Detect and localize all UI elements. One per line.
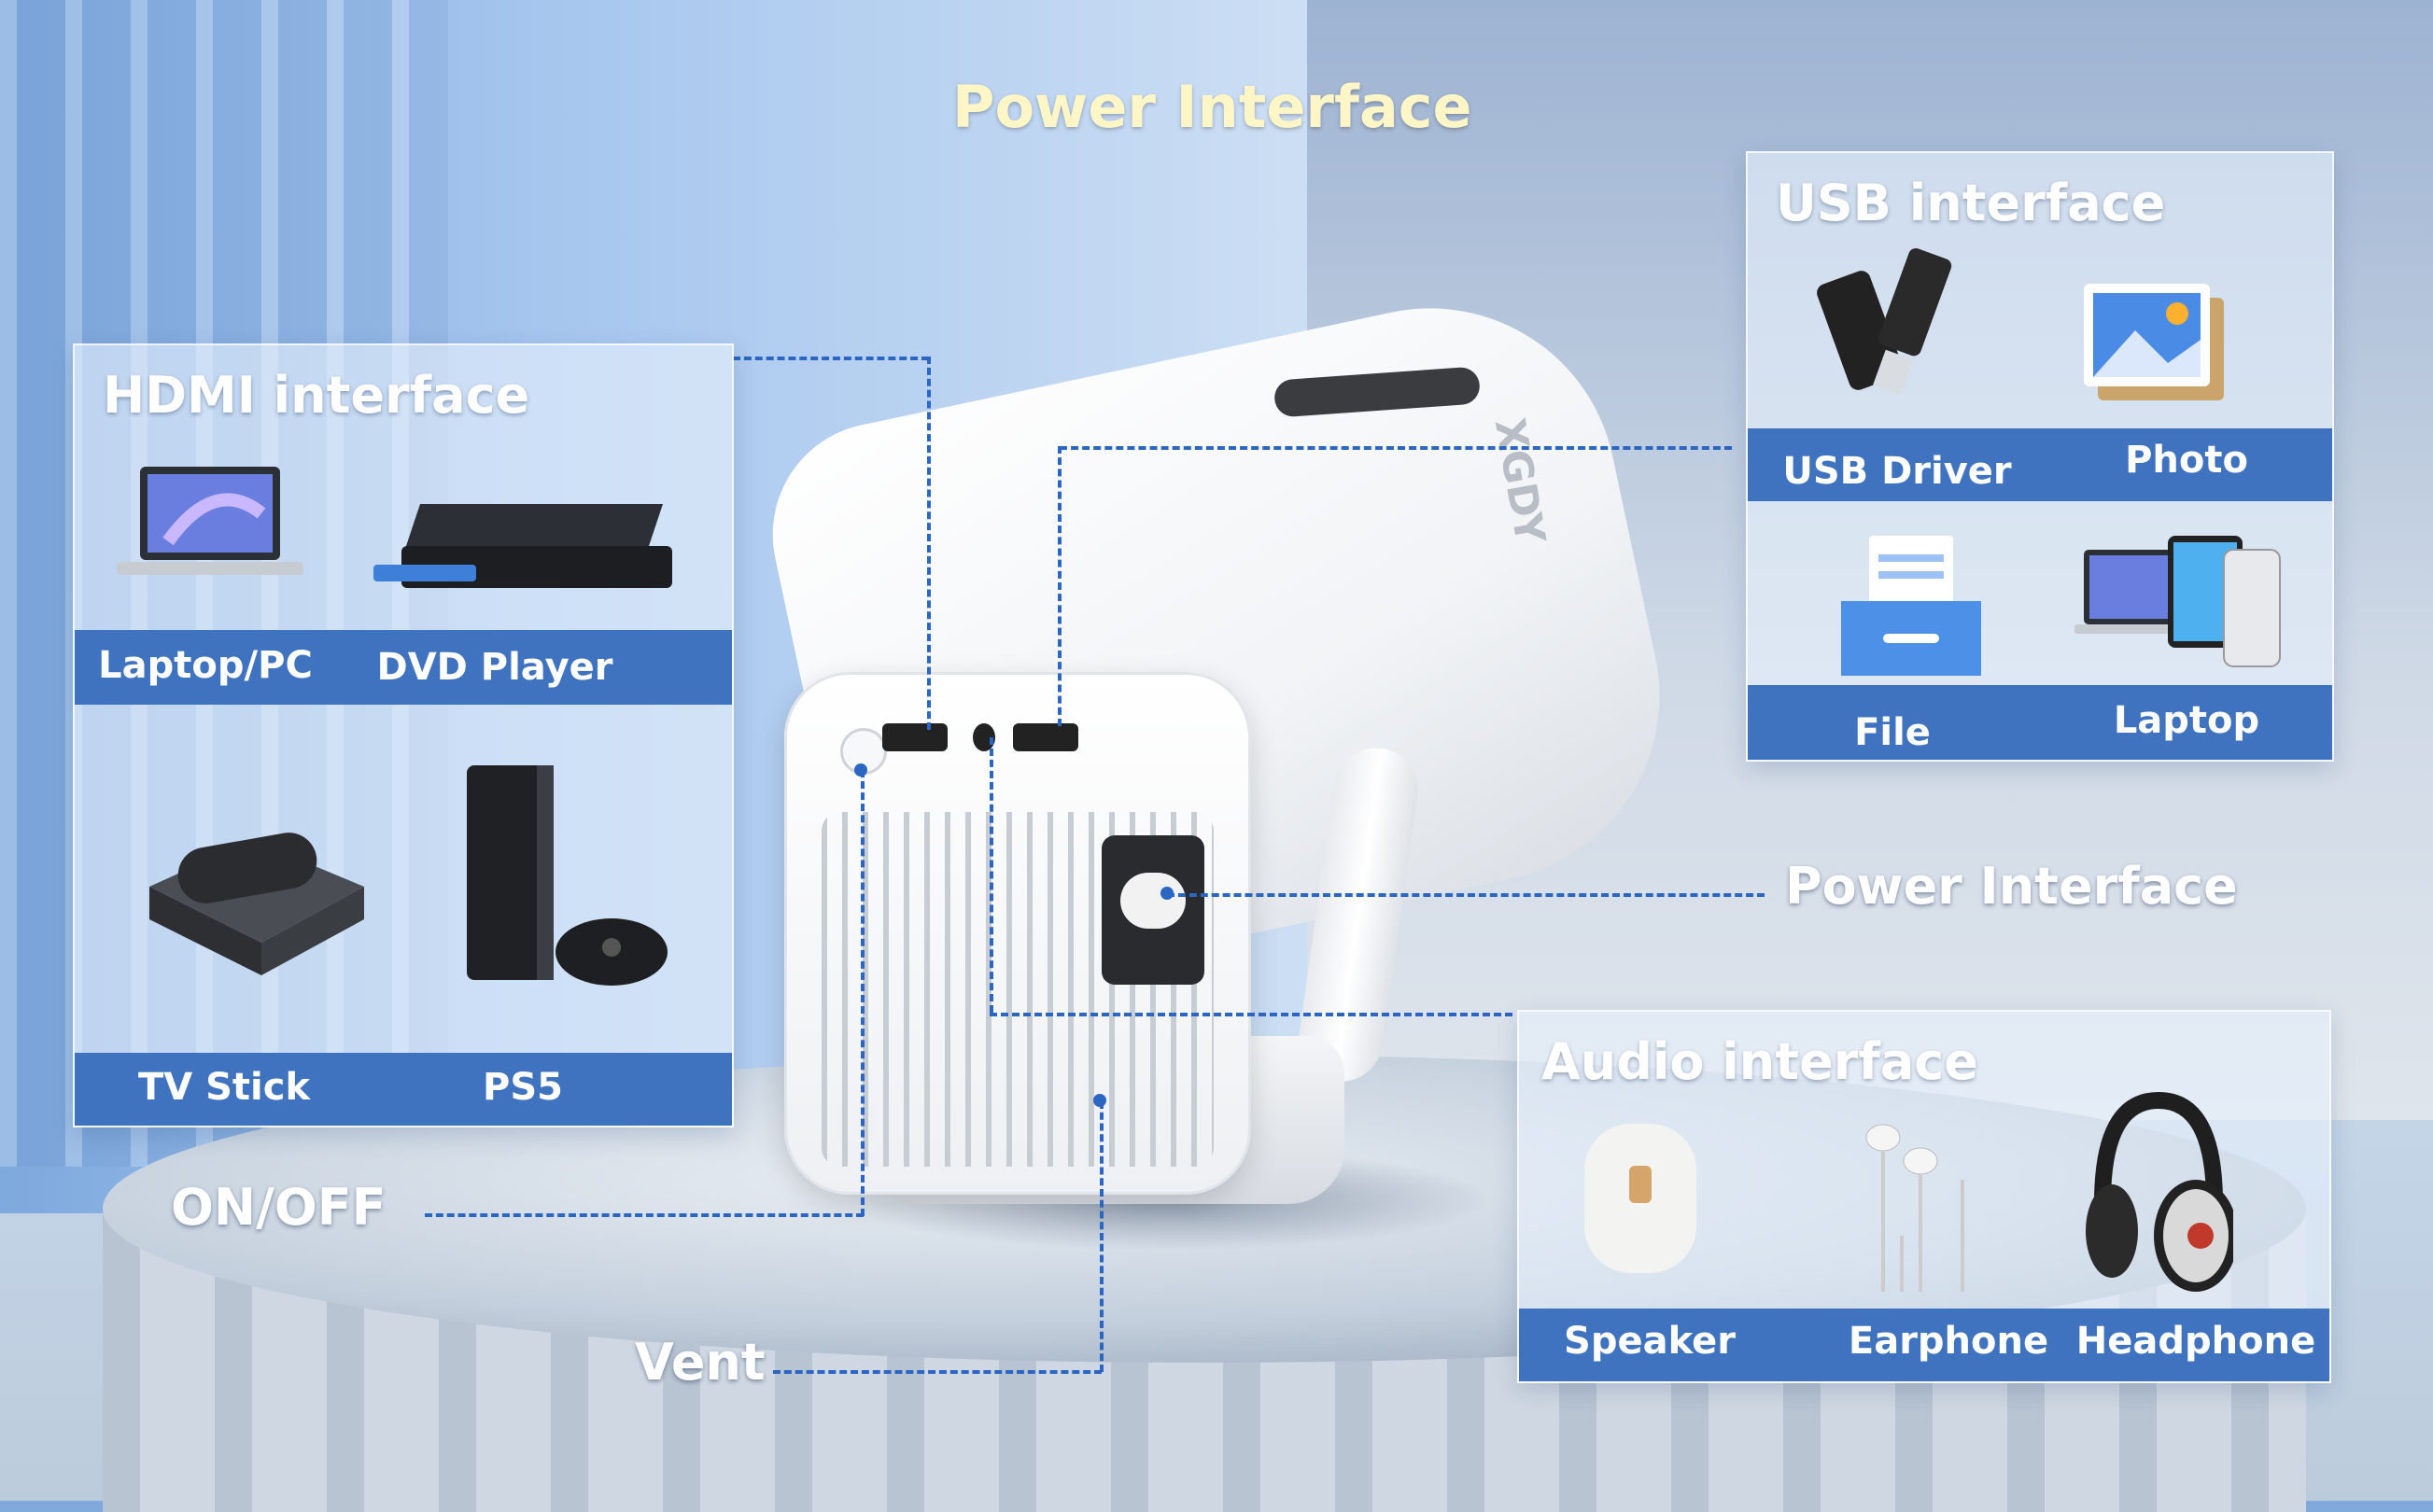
power-socket xyxy=(1102,835,1204,985)
hdmi-port xyxy=(882,723,948,751)
earphone-icon xyxy=(1865,1124,1964,1292)
usb-connector-line-v xyxy=(1058,446,1062,726)
top-power-interface-title: Power Interface xyxy=(952,73,1472,141)
file-folder-icon xyxy=(1841,536,1981,676)
usb-label-bar-bottom xyxy=(1748,685,2332,760)
hdmi-panel-title: HDMI interface xyxy=(103,366,530,425)
hdmi-panel: HDMI interface Laptop/PC DVD Player TV S… xyxy=(73,343,734,1127)
onoff-connector-line-v xyxy=(861,770,865,1216)
audio-panel: Audio interface Speaker Earphone Headpho… xyxy=(1517,1010,2331,1383)
smart-speaker-icon xyxy=(1584,1124,1696,1273)
onoff-connector-line-h xyxy=(425,1213,864,1217)
usb-label-bar-top xyxy=(1748,428,2332,501)
headphone-icon xyxy=(2086,1091,2233,1292)
audio-connector-line-v xyxy=(990,737,993,1013)
audio-label-bar xyxy=(1519,1309,2329,1381)
hdmi-label-bar-bottom xyxy=(75,1053,732,1126)
laptop-icon xyxy=(117,467,303,575)
usb-drive-icon xyxy=(1817,248,1952,396)
usb-item-label: File xyxy=(1854,711,1931,754)
power-connector-dot xyxy=(1160,887,1174,900)
hdmi-item-label: DVD Player xyxy=(376,646,613,689)
usb-item-label: USB Driver xyxy=(1782,450,2012,493)
audio-connector-line-h xyxy=(990,1013,1512,1016)
dvd-player-icon xyxy=(373,504,672,588)
vent-connector-line-v xyxy=(1100,1101,1104,1372)
audio-item-label: Speaker xyxy=(1564,1320,1736,1363)
vent-callout: Vent xyxy=(635,1333,766,1392)
laptop-tablet-phone-icon xyxy=(2074,536,2281,667)
audio-item-label: Headphone xyxy=(2075,1320,2316,1363)
audio-panel-title: Audio interface xyxy=(1541,1032,1978,1091)
audio-item-label: Earphone xyxy=(1848,1320,2049,1363)
vent-connector-dot xyxy=(1093,1094,1106,1107)
vent-connector-line-h xyxy=(773,1370,1102,1374)
usb-item-label: Laptop xyxy=(2113,699,2260,742)
power-interface-callout: Power Interface xyxy=(1785,857,2238,916)
usb-panel: USB interface USB Driver Photo File Lapt… xyxy=(1746,151,2334,762)
tv-stick-icon xyxy=(149,833,364,975)
hdmi-label-bar-top xyxy=(75,630,732,705)
usb-panel-title: USB interface xyxy=(1776,174,2166,232)
power-connector-line xyxy=(1167,893,1765,897)
usb-item-label: Photo xyxy=(2125,439,2248,482)
usb-connector-line-h xyxy=(1060,446,1732,450)
hdmi-item-label: TV Stick xyxy=(137,1066,311,1109)
photo-icon xyxy=(2084,284,2224,400)
onoff-callout: ON/OFF xyxy=(171,1178,387,1237)
onoff-connector-dot xyxy=(854,763,867,777)
hdmi-item-label: Laptop/PC xyxy=(98,644,313,687)
usb-port xyxy=(1013,723,1078,751)
hdmi-connector-line-h xyxy=(733,357,929,360)
hdmi-connector-line-v xyxy=(927,357,931,730)
game-console-icon xyxy=(467,765,668,986)
hdmi-item-label: PS5 xyxy=(483,1066,563,1109)
